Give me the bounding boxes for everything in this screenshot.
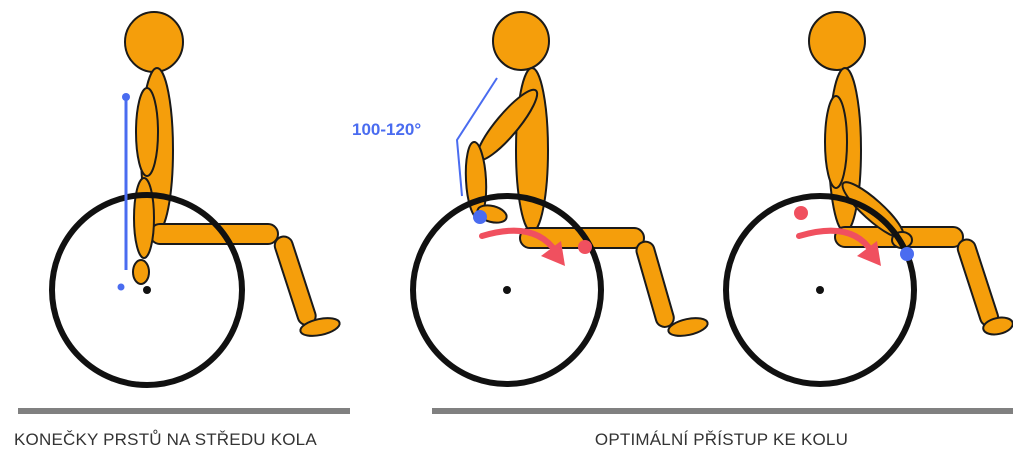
figure-3-head (809, 12, 865, 70)
caption-optimal-wheel-access: OPTIMÁLNÍ PŘÍSTUP KE KOLU (430, 428, 1013, 452)
figure-3-end-marker (900, 247, 914, 261)
figure-3-upper-arm (825, 96, 847, 188)
figure-1 (52, 12, 341, 385)
figure-2-head (493, 12, 549, 70)
figure-1-thigh (150, 224, 278, 244)
figure-1-reference-top-dot (122, 93, 130, 101)
figure-2: 100-120° (352, 12, 709, 384)
figure-1-upper-arm (136, 88, 158, 176)
figure-2-wheel-hub (503, 286, 511, 294)
figure-3 (726, 12, 1013, 384)
figure-1-head (125, 12, 183, 72)
figure-3-wheel-hub (816, 286, 824, 294)
figure-3-start-marker (794, 206, 808, 220)
figure-1-reference-bottom-dot (118, 284, 125, 291)
angle-label: 100-120° (352, 120, 421, 139)
figure-1-shin (272, 234, 318, 327)
figure-1-forearm (134, 178, 154, 258)
figure-1-wheel-hub (143, 286, 151, 294)
figure-3-shin (955, 237, 1000, 328)
figure-1-hand (133, 260, 149, 284)
figure-2-end-marker (578, 240, 592, 254)
caption-fingertips-wheel-center: KONEČKY PRSTŮ NA STŘEDU KOLA (14, 428, 364, 452)
figure-2-shin (634, 240, 676, 330)
figure-2-start-marker (473, 210, 487, 224)
